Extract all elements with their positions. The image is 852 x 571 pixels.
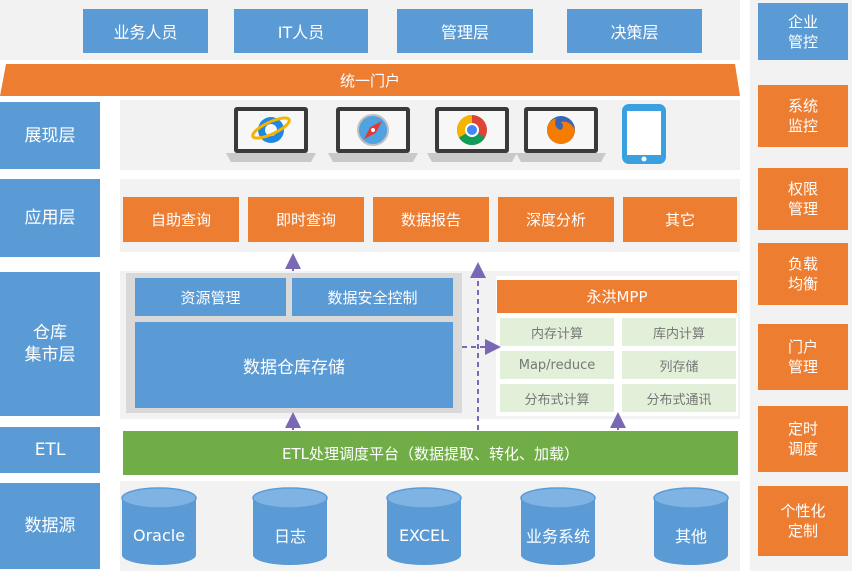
mpp-map-reduce: Map/reduce (500, 351, 614, 379)
ie-laptop-icon (226, 107, 316, 162)
data-security-control: 数据安全控制 (292, 278, 453, 316)
datasource-excel: EXCEL (398, 525, 450, 545)
layer-label-application: 应用层 (0, 179, 100, 257)
side-portal-mgmt: 门户 管理 (758, 324, 848, 390)
app-instant-query: 即时查询 (248, 197, 364, 242)
tablet-icon (622, 104, 666, 164)
app-data-report: 数据报告 (373, 197, 489, 242)
datasource-other: 其他 (674, 527, 707, 546)
side-load-balancing: 负载 均衡 (758, 243, 848, 305)
user-role-it: IT人员 (234, 9, 368, 53)
app-self-service-query: 自助查询 (123, 197, 239, 242)
mpp-distributed-comm: 分布式通讯 (622, 384, 736, 412)
layer-label-etl: ETL (0, 427, 100, 473)
cylinder-log (252, 487, 328, 565)
mpp-in-memory: 内存计算 (500, 318, 614, 346)
side-enterprise-control: 企业 管控 (758, 3, 848, 60)
user-role-business: 业务人员 (83, 9, 208, 53)
chrome-laptop-icon (427, 107, 517, 162)
mpp-distributed-compute: 分布式计算 (500, 384, 614, 412)
cylinder-other (653, 487, 729, 565)
user-role-decision: 决策层 (567, 9, 702, 53)
user-role-management: 管理层 (397, 9, 533, 53)
etl-platform: ETL处理调度平台（数据提取、转化、加载） (123, 431, 738, 475)
safari-laptop-icon (328, 107, 418, 162)
side-system-monitor: 系统 监控 (758, 85, 848, 147)
cylinder-excel (386, 487, 462, 565)
mpp-in-database: 库内计算 (622, 318, 736, 346)
app-deep-analysis: 深度分析 (498, 197, 614, 242)
app-other: 其它 (623, 197, 737, 242)
mpp-title: 永洪MPP (497, 280, 737, 313)
cylinder-business-system (520, 487, 596, 565)
firefox-laptop-icon (516, 107, 606, 162)
mpp-columnar-storage: 列存储 (622, 351, 736, 379)
portal-label: 统一门户 (339, 71, 400, 90)
cylinder-oracle (121, 487, 197, 565)
datasource-business-system: 业务系统 (525, 527, 590, 546)
datasource-log: 日志 (273, 527, 306, 546)
side-permission-mgmt: 权限 管理 (758, 168, 848, 230)
side-personalization: 个性化 定制 (758, 486, 848, 556)
side-scheduling: 定时 调度 (758, 406, 848, 472)
resource-management: 资源管理 (135, 278, 286, 316)
layer-label-datasource: 数据源 (0, 483, 100, 569)
data-warehouse-storage: 数据仓库存储 (135, 322, 453, 408)
layer-label-warehouse: 仓库 集市层 (0, 272, 100, 416)
datasource-oracle: Oracle (132, 525, 186, 545)
layer-label-presentation: 展现层 (0, 102, 100, 169)
